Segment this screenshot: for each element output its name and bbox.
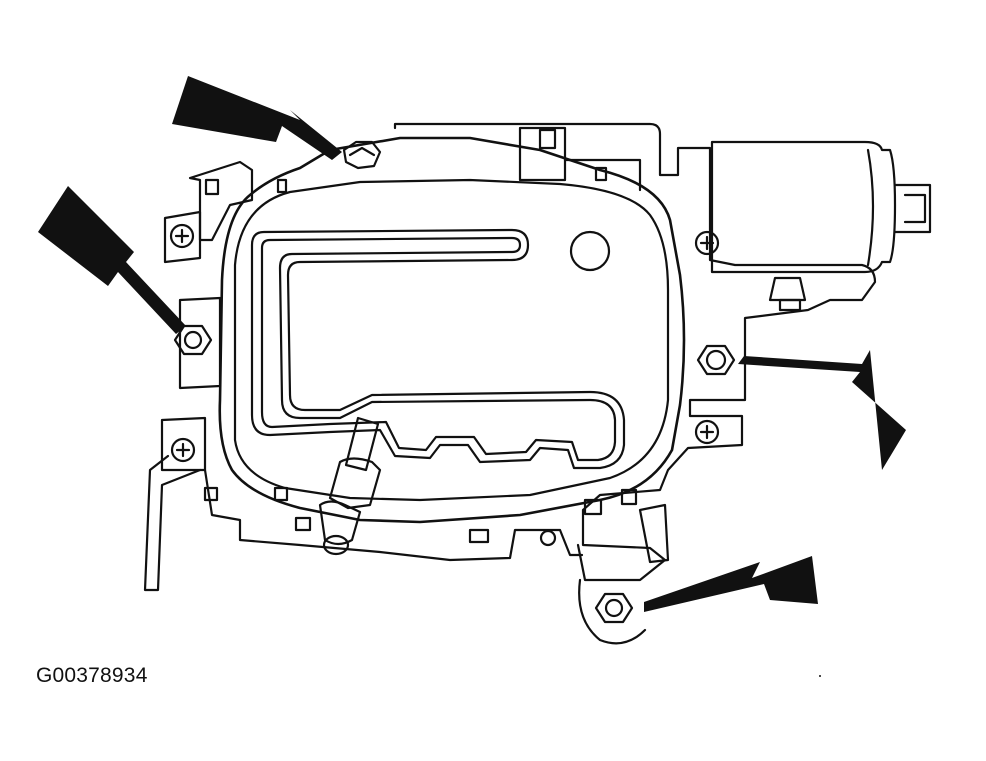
shift-lever	[318, 416, 382, 556]
right-nut	[696, 344, 736, 376]
speck-mark	[819, 675, 821, 677]
right-upper-screw	[694, 230, 720, 256]
motor-unit	[710, 140, 932, 312]
lower-bracket-screw	[539, 529, 557, 547]
right-nut-arrow	[738, 350, 906, 470]
figure-id-label: G00378934	[36, 664, 148, 687]
mounting-bracket	[143, 122, 877, 592]
housing-tabs	[203, 128, 670, 564]
right-lower-screw	[694, 419, 720, 445]
left-upper-screw	[169, 223, 195, 249]
top-nut	[342, 140, 382, 170]
bottom-nut	[578, 578, 647, 645]
left-lower-screw	[170, 437, 196, 463]
bottom-nut-arrow	[644, 556, 818, 612]
shift-gate	[250, 228, 626, 470]
top-left-nut-arrow	[172, 76, 342, 160]
left-nut-arrow	[38, 186, 186, 334]
